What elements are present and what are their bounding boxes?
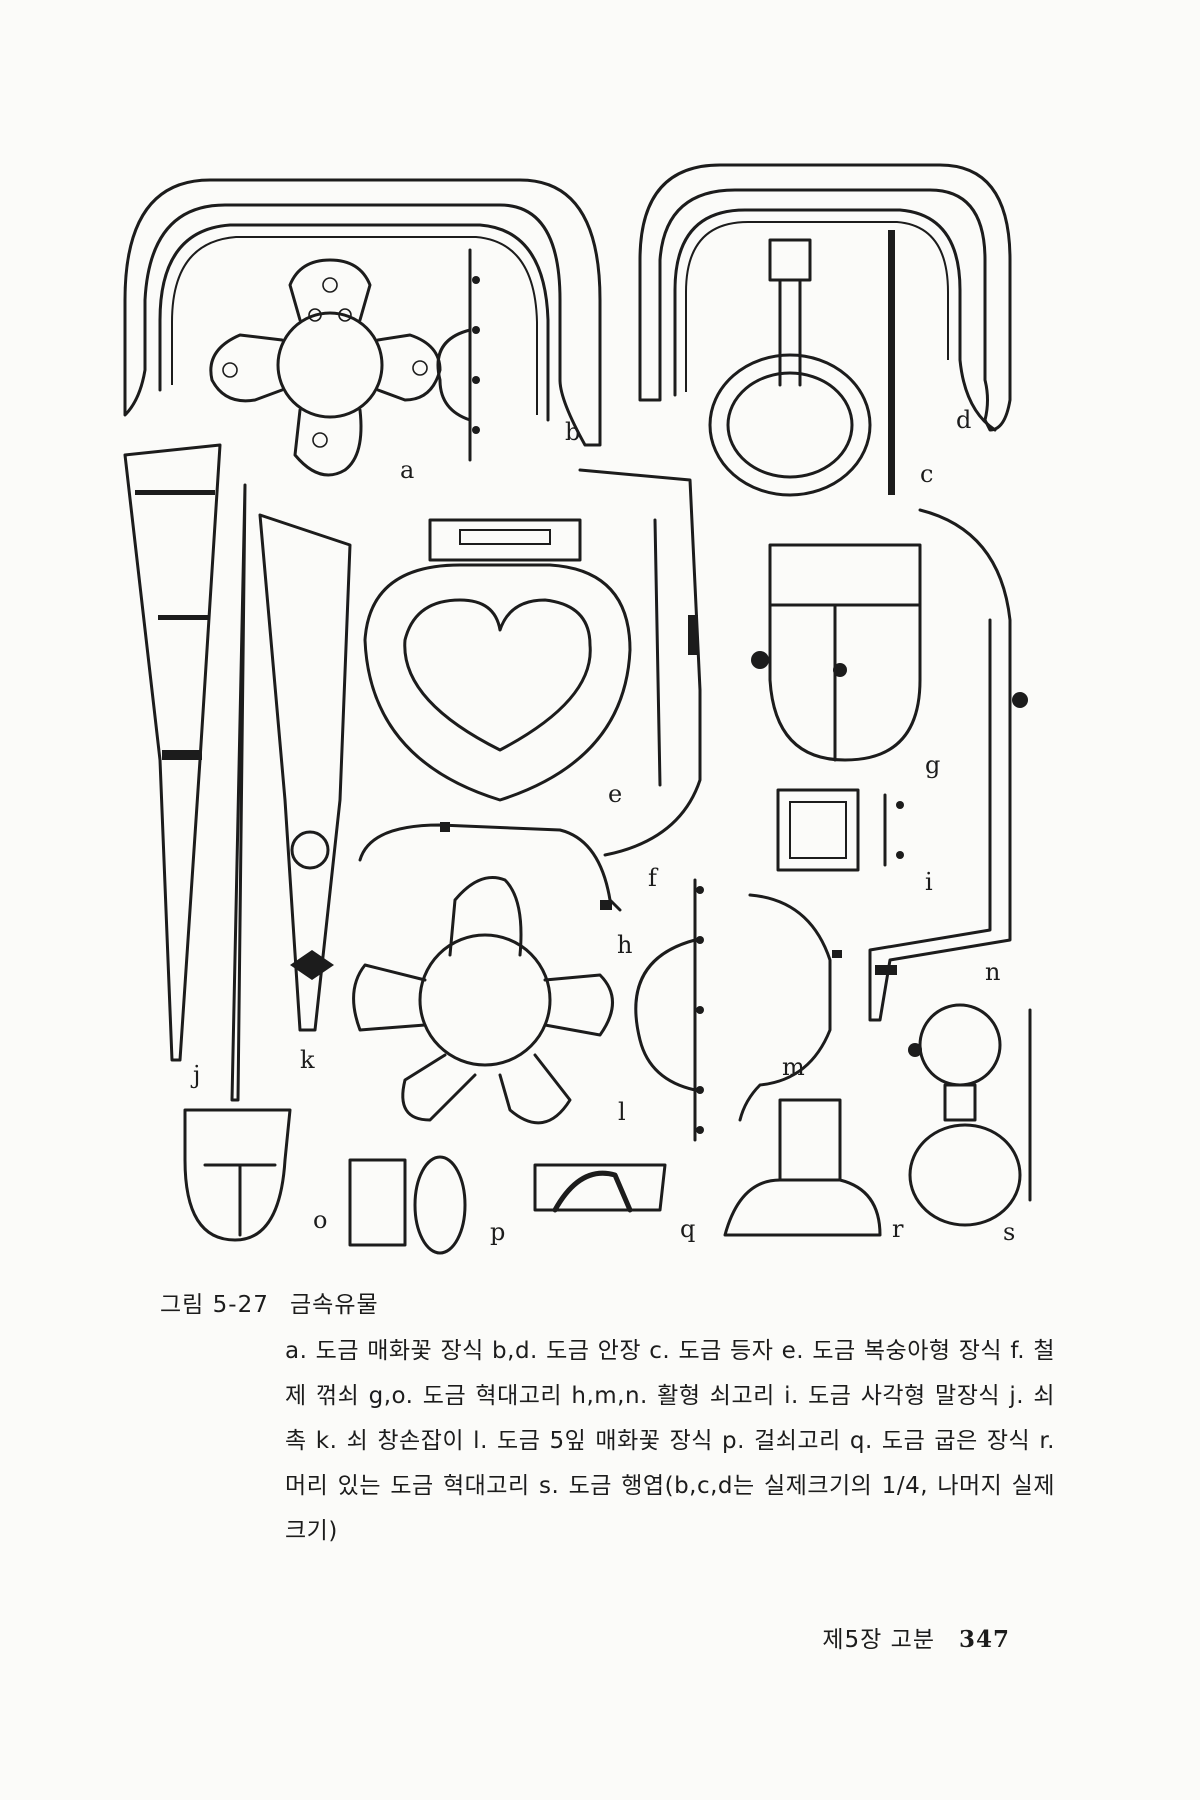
label-q: q (680, 1215, 695, 1243)
artifact-m-ring (738, 893, 842, 1122)
label-c: c (920, 460, 933, 488)
page-footer: 제5장 고분 347 (822, 1620, 1010, 1654)
artifact-figure: a b c d e f g h i j k l m n o p q r s (123, 163, 1032, 1255)
label-h: h (617, 931, 632, 959)
chapter-title: 제5장 고분 (822, 1627, 935, 1653)
label-j: j (190, 1061, 200, 1089)
label-i: i (925, 868, 933, 896)
artifact-a-side (436, 248, 480, 462)
figure-caption: 그림 5-27 금속유물 a. 도금 매화꽃 장식 b,d. 도금 안장 c. 도… (160, 1285, 1060, 1554)
label-m: m (782, 1053, 805, 1081)
label-d: d (956, 406, 971, 434)
label-a: a (400, 456, 414, 484)
artifact-q-ornament (533, 1163, 667, 1213)
artifact-d-saddle (638, 163, 1012, 432)
figure-number: 그림 5-27 (160, 1292, 269, 1318)
label-n: n (985, 958, 1000, 986)
label-r: r (892, 1215, 904, 1243)
artifact-s-pendant (908, 1003, 1032, 1227)
label-l: l (618, 1098, 626, 1126)
caption-header: 그림 5-27 금속유물 (160, 1285, 1060, 1319)
artifact-l-side (634, 878, 704, 1142)
artifact-g-buckle (751, 543, 922, 762)
artifact-a-flower (209, 258, 442, 477)
artifact-j-arrowhead (123, 443, 247, 1102)
caption-body: a. 도금 매화꽃 장식 b,d. 도금 안장 c. 도금 등자 e. 도금 복… (285, 1338, 1055, 1544)
label-b: b (565, 418, 580, 446)
label-e: e (608, 780, 622, 808)
label-k: k (300, 1046, 315, 1074)
artifact-k-spear (258, 513, 352, 1032)
label-g: g (925, 751, 940, 779)
label-s: s (1003, 1218, 1015, 1246)
artifact-r-buckle (723, 1098, 882, 1237)
artifact-n-ring (868, 508, 1028, 1022)
figure-title: 금속유물 (290, 1292, 379, 1318)
label-o: o (313, 1206, 327, 1234)
label-f: f (648, 864, 659, 892)
page-number: 347 (958, 1626, 1010, 1653)
artifact-i-square (776, 788, 904, 872)
label-p: p (490, 1218, 505, 1246)
artifact-c-stirrup (708, 230, 895, 497)
artifact-l-flower (352, 876, 614, 1125)
artifact-h-ring (358, 822, 622, 912)
artifact-b-saddle (123, 178, 602, 447)
artifact-p-hook (348, 1155, 467, 1255)
artifact-o-buckle (183, 1108, 292, 1242)
artifact-e-heart (363, 518, 632, 802)
artifact-f-clamp (578, 468, 702, 857)
